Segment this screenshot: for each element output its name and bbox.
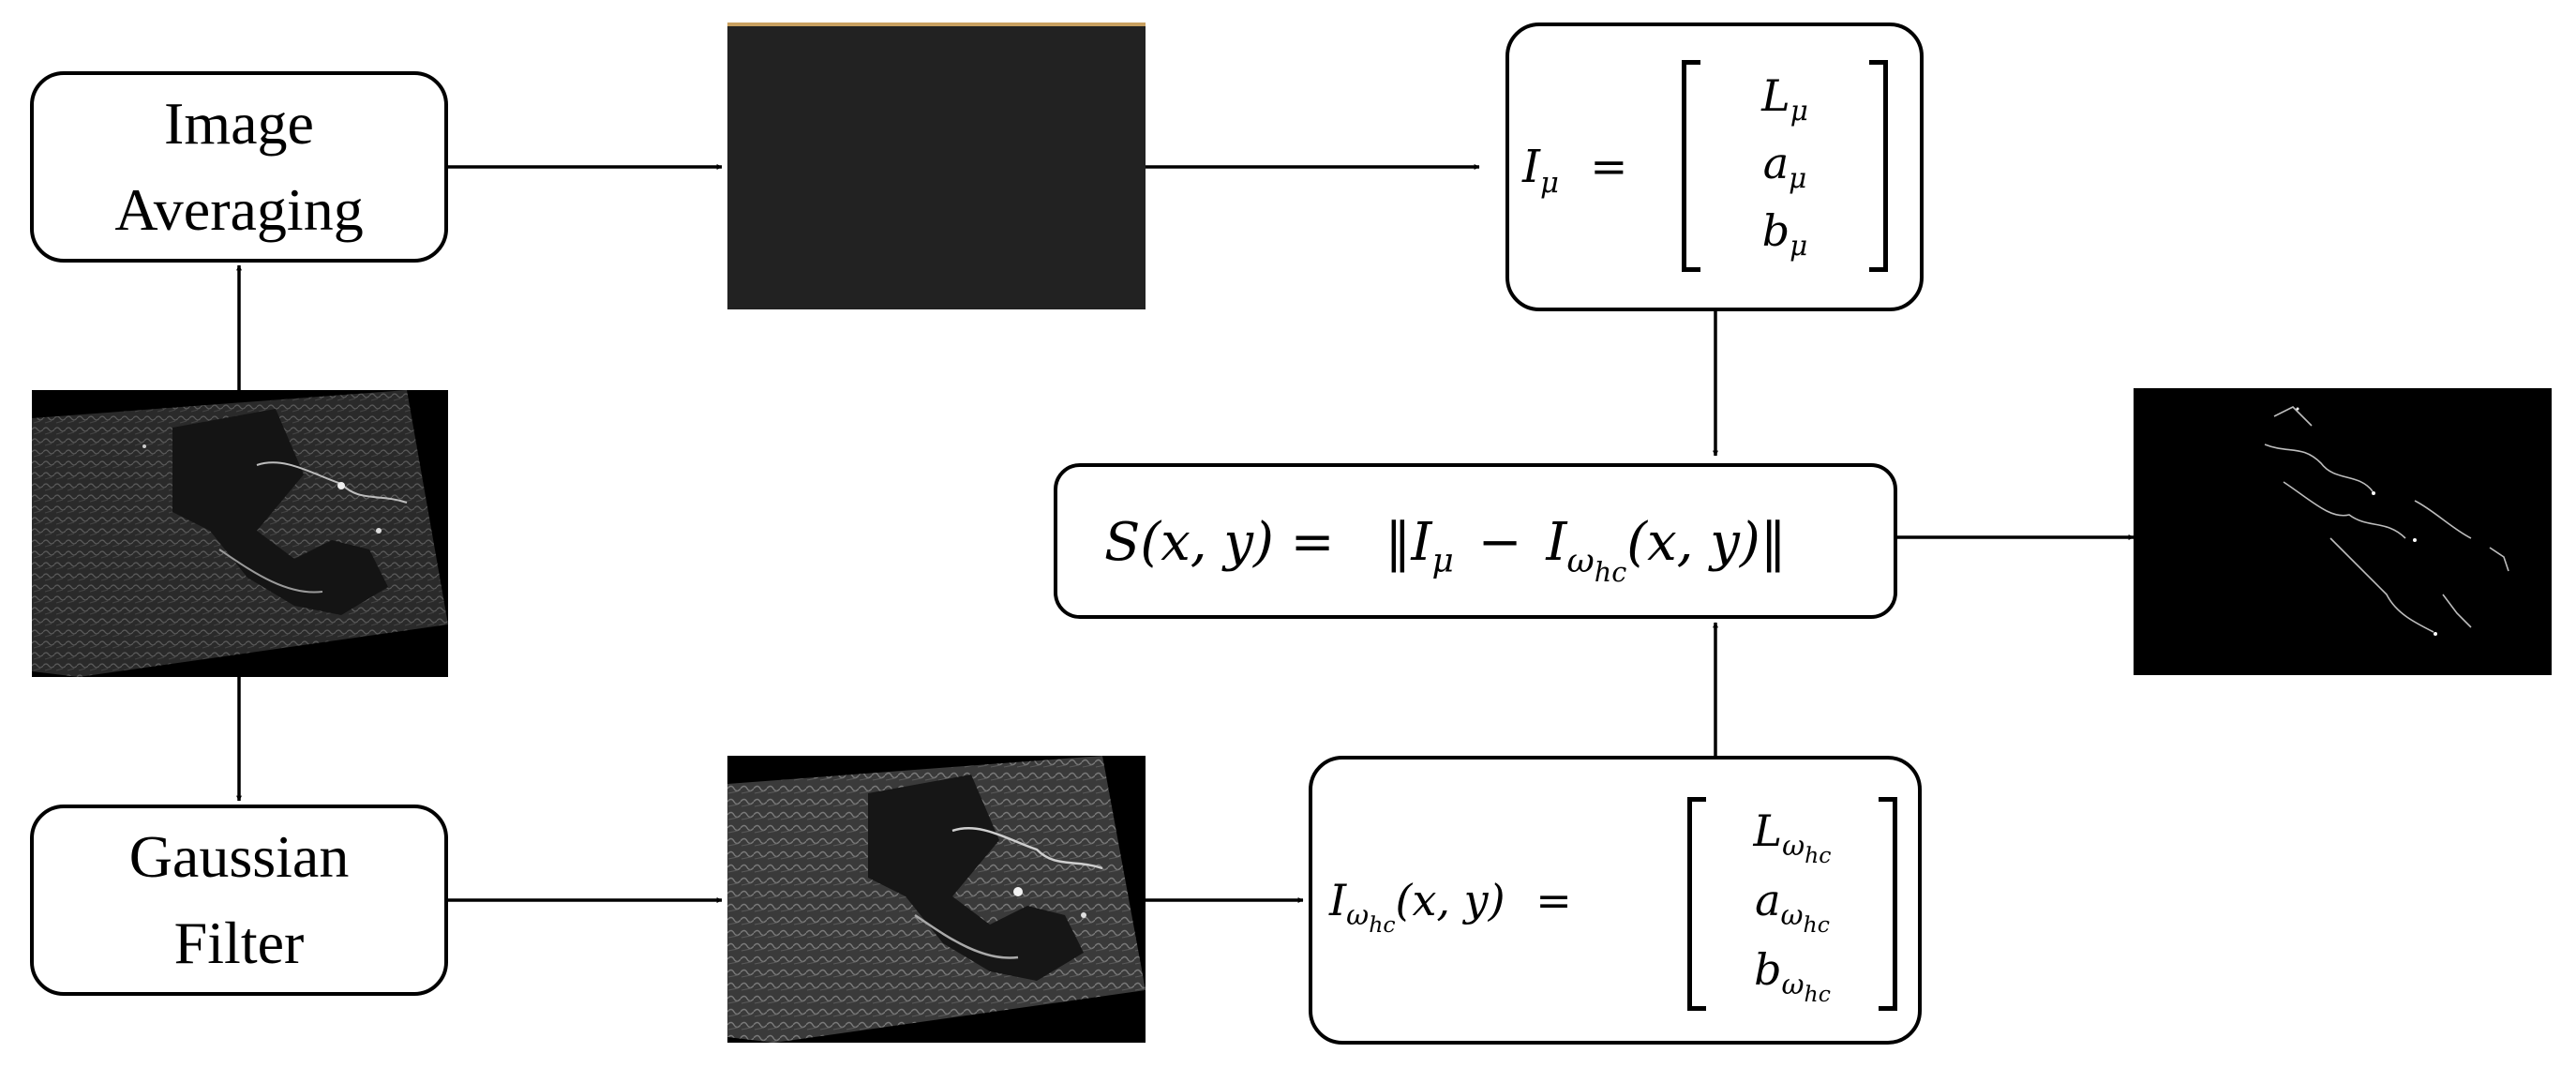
mean-vector-entry-b: bμ bbox=[1761, 205, 1808, 263]
blurred-vector-entry-L: Lωhc bbox=[1753, 805, 1832, 869]
image-averaging-label-line1: Image bbox=[164, 90, 314, 157]
mean-vector-box: Iμ = Lμ aμ bμ bbox=[1505, 23, 1924, 311]
mean-vector-right-bracket bbox=[1869, 60, 1888, 272]
input-image bbox=[32, 390, 448, 677]
saliency-output-image bbox=[2134, 388, 2552, 675]
mean-vector-lhs: Iμ = bbox=[1522, 141, 1628, 200]
mean-vector-entries: Lμ aμ bμ bbox=[1700, 66, 1869, 272]
mean-vector-entry-L: Lμ bbox=[1761, 70, 1808, 128]
blurred-vector-right-bracket bbox=[1879, 797, 1897, 1011]
image-averaging-label-line2: Averaging bbox=[114, 176, 364, 243]
blurred-vector-entry-b: bωhc bbox=[1754, 944, 1831, 1008]
mean-vector-entry-a: aμ bbox=[1762, 138, 1807, 195]
mean-color-image bbox=[727, 23, 1146, 309]
blurred-vector-left-bracket bbox=[1687, 797, 1706, 1011]
saliency-formula: S(x, y) = ‖Iμ − Iωhc(x, y)‖ bbox=[1104, 512, 1787, 588]
image-averaging-box: Image Averaging bbox=[30, 71, 448, 263]
mean-vector-left-bracket bbox=[1682, 60, 1700, 272]
blurred-vector-box: Iωhc(x, y) = Lωhc aωhc bωhc bbox=[1309, 756, 1922, 1045]
blurred-vector-entries: Lωhc aωhc bωhc bbox=[1706, 801, 1879, 1008]
gaussian-filter-label-line1: Gaussian bbox=[128, 823, 350, 890]
blurred-vector-lhs: Iωhc(x, y) = bbox=[1329, 875, 1572, 939]
gaussian-filter-box: Gaussian Filter bbox=[30, 805, 448, 996]
saliency-formula-box: S(x, y) = ‖Iμ − Iωhc(x, y)‖ bbox=[1054, 463, 1897, 619]
gaussian-filter-label-line2: Filter bbox=[173, 910, 305, 976]
blurred-vector-entry-a: aωhc bbox=[1755, 875, 1830, 939]
gaussian-filtered-image bbox=[727, 756, 1146, 1043]
